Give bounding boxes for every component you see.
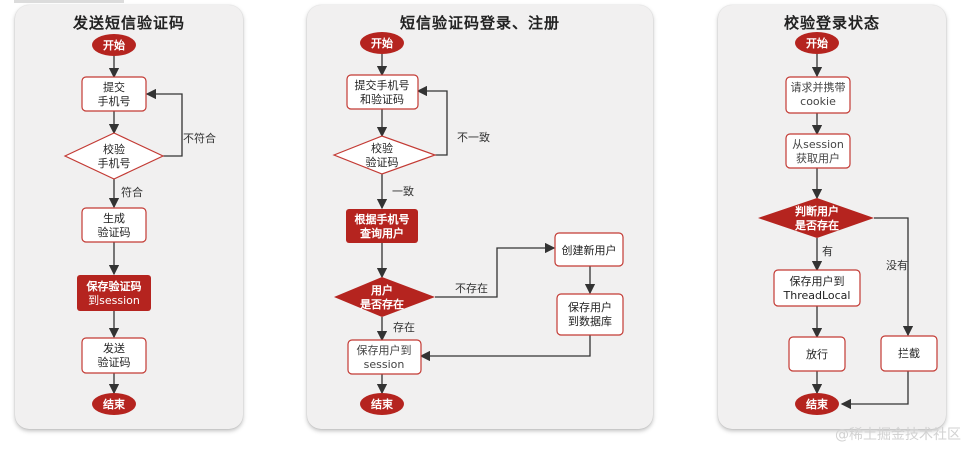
- watermark: @稀土掘金技术社区: [835, 427, 961, 443]
- start-node: [360, 32, 404, 54]
- user-exists-line1: 用户: [371, 283, 393, 297]
- flowchart-send-sms-code: 开始 提交 手机号 校验 手机号 不符合 符合 生成 验证码 保存验证码 到se…: [63, 34, 216, 415]
- top-scrollbar-stub: [14, 0, 124, 3]
- submit-phone-code-box: [346, 74, 419, 110]
- save-db-box: [556, 293, 624, 336]
- end-label: 结束: [805, 397, 829, 411]
- allow-box: [788, 336, 846, 372]
- send-code-line1: 发送: [103, 341, 125, 355]
- end-label: 结束: [370, 397, 394, 411]
- allow-label: 放行: [806, 347, 828, 361]
- start-label: 开始: [103, 38, 125, 52]
- flowchart-sms-login-register: 开始 提交手机号 和验证码 校验 验证码 不一致 一致 根据手机号 查询用户 用…: [332, 32, 624, 415]
- intercept-label: 拦截: [898, 346, 920, 360]
- submit-phone-line2: 手机号: [98, 94, 131, 108]
- panel-title: 短信验证码登录、注册: [399, 14, 560, 32]
- panel-title: 发送短信验证码: [72, 14, 185, 32]
- match-label: 符合: [121, 185, 143, 199]
- panel-send-sms-code: 发送短信验证码 开始 提交 手机号 校验 手机号 不符合 符合 生成 验证码: [15, 5, 243, 429]
- start-label: 开始: [371, 36, 393, 50]
- user-exists-diamond: [334, 277, 435, 317]
- panel-check-login-status: 校验登录状态 开始 请求并携带 cookie 从session 获取用户 判断用…: [718, 5, 946, 429]
- check-phone-line2: 手机号: [98, 156, 131, 170]
- check-code-line2: 验证码: [366, 155, 399, 169]
- save-code-line1: 保存验证码: [86, 279, 142, 293]
- query-user-line1: 根据手机号: [355, 212, 410, 226]
- check-code-diamond: [332, 135, 437, 175]
- save-threadlocal-box: [773, 269, 861, 307]
- submit-phone-line1: 提交: [103, 80, 125, 94]
- send-code-box: [81, 337, 147, 374]
- consistent-label: 一致: [392, 184, 414, 198]
- save-session-line1: 保存用户到: [357, 343, 412, 357]
- save-db-line1: 保存用户: [568, 300, 612, 314]
- create-user-label: 创建新用户: [562, 243, 617, 257]
- judge-user-line1: 判断用户: [795, 204, 839, 218]
- panel-sms-login-register: 短信验证码登录、注册 开始 提交手机号 和验证码 校验 验证码 不一致 一致: [307, 5, 653, 429]
- check-code-line1: 校验: [371, 141, 393, 155]
- send-code-line2: 验证码: [98, 355, 131, 369]
- save-session-box: [347, 339, 422, 375]
- start-node: [92, 34, 136, 56]
- get-user-line2: 获取用户: [796, 151, 840, 165]
- start-node: [795, 32, 839, 54]
- start-label: 开始: [806, 36, 828, 50]
- submit-line1: 提交手机号: [355, 78, 410, 92]
- generate-code-line2: 验证码: [98, 225, 131, 239]
- inconsistent-label: 不一致: [457, 130, 490, 144]
- request-cookie-line1: 请求并携带: [791, 80, 846, 94]
- check-phone-line1: 校验: [103, 142, 125, 156]
- get-user-box: [785, 133, 851, 169]
- save-db-line2: 到数据库: [568, 314, 612, 328]
- save-code-box: [77, 275, 151, 311]
- submit-phone-box: [81, 76, 147, 112]
- intercept-box: [880, 335, 938, 372]
- submit-line2: 和验证码: [360, 92, 404, 106]
- save-code-line2: 到session: [88, 294, 140, 307]
- request-cookie-line2: cookie: [800, 95, 836, 108]
- save-session-line2: session: [364, 358, 405, 371]
- not-exist-label: 不存在: [455, 281, 488, 295]
- check-phone-diamond: [63, 132, 165, 180]
- exist-label: 存在: [393, 320, 415, 334]
- save-threadlocal-line1: 保存用户到: [790, 274, 845, 288]
- generate-code-box: [81, 207, 147, 243]
- not-match-label: 不符合: [183, 131, 216, 145]
- flowchart-check-login-status: 开始 请求并携带 cookie 从session 获取用户 判断用户 是否存在 …: [758, 32, 938, 415]
- user-exists-line2: 是否存在: [359, 297, 404, 311]
- has-label: 有: [822, 244, 833, 258]
- end-node: [795, 393, 839, 415]
- end-node: [360, 393, 404, 415]
- create-user-box: [554, 232, 624, 267]
- end-label: 结束: [102, 397, 126, 411]
- query-user-line2: 查询用户: [360, 226, 404, 240]
- none-label: 没有: [886, 258, 908, 272]
- request-cookie-box: [785, 76, 851, 114]
- get-user-line1: 从session: [792, 138, 844, 151]
- save-threadlocal-line2: ThreadLocal: [783, 289, 851, 302]
- judge-user-diamond: [758, 198, 874, 238]
- judge-user-line2: 是否存在: [794, 218, 839, 232]
- end-node: [92, 393, 136, 415]
- query-user-box: [346, 209, 418, 243]
- generate-code-line1: 生成: [103, 211, 125, 225]
- panel-title: 校验登录状态: [783, 14, 880, 32]
